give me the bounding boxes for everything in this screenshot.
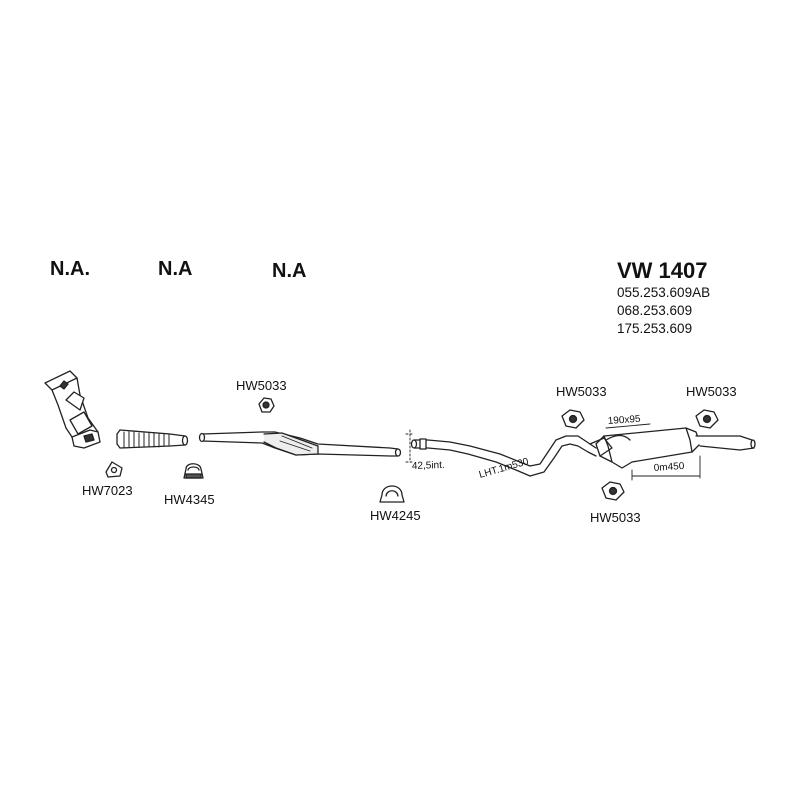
dim-box-section: 190x95 bbox=[607, 414, 641, 427]
part-label-mount-front: HW5033 bbox=[236, 378, 287, 393]
part-number-3: 175.253.609 bbox=[617, 321, 693, 336]
manifold-downpipe bbox=[44, 370, 101, 449]
part-label-clamp-mid: HW4245 bbox=[370, 508, 421, 523]
part-label-mount-rear-right-top: HW5033 bbox=[686, 384, 737, 399]
flex-pipe bbox=[116, 429, 189, 449]
na-label-flex-pipe: N.A bbox=[158, 258, 193, 280]
diagram-title: VW 1407 bbox=[617, 258, 708, 283]
rear-silencer bbox=[589, 427, 756, 469]
mount-front-shape bbox=[258, 397, 275, 413]
part-label-gasket: HW7023 bbox=[82, 483, 133, 498]
part-number-1: 055.253.609AB bbox=[617, 285, 711, 300]
mount-rear-left-top-shape bbox=[561, 409, 585, 429]
part-label-clamp-flex: HW4345 bbox=[164, 492, 215, 507]
na-label-manifold: N.A. bbox=[50, 258, 90, 280]
part-label-mount-rear-bottom: HW5033 bbox=[590, 510, 641, 525]
na-label-catalyst: N.A bbox=[272, 260, 307, 282]
middle-pipe bbox=[405, 429, 597, 477]
dim-box-length: 0m450 bbox=[653, 461, 685, 474]
catalyst-pipe bbox=[198, 431, 402, 457]
dim-inlet-diameter: 42,5int. bbox=[412, 460, 445, 472]
dim-pipe-length: LHT.1m530 bbox=[478, 456, 531, 481]
mount-rear-right-top-shape bbox=[695, 409, 719, 429]
clamp-flex-shape bbox=[183, 463, 204, 479]
mount-rear-bottom-shape bbox=[601, 481, 625, 501]
part-number-2: 068.253.609 bbox=[617, 303, 693, 318]
clamp-mid-shape bbox=[379, 485, 405, 503]
part-label-mount-rear-left-top: HW5033 bbox=[556, 384, 607, 399]
